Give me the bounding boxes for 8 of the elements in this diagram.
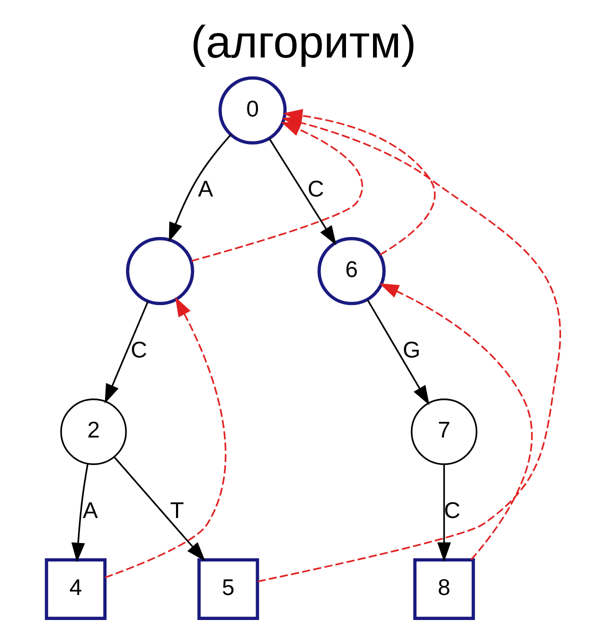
edge-label: G	[402, 336, 420, 362]
edge-label: A	[198, 176, 214, 202]
edge-label: T	[170, 497, 184, 524]
edge-label: C	[130, 336, 148, 362]
diagram-title: (алгоритм)	[190, 16, 416, 68]
edge-label: C	[308, 176, 324, 202]
edge-label: A	[82, 497, 98, 524]
edge-label: C	[444, 497, 460, 524]
